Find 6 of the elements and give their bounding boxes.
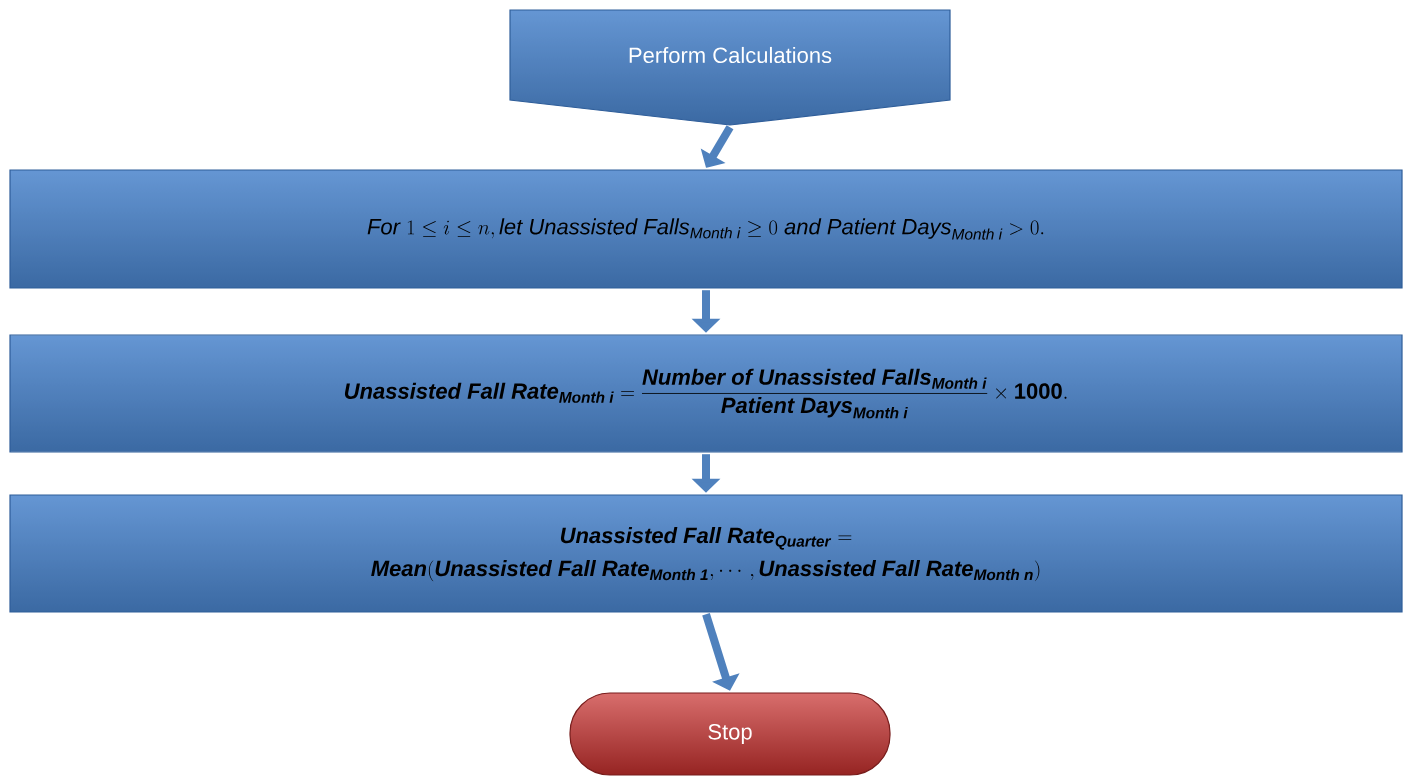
formula-box: $\textit{For}\ 1 \le i \le n, \textit{let Unassisted Falls}_{\textit{Month i}} \ge 0\ \textit{and Patient Days}_{\textit{Month i}} > 0.$ xyxy=(9,169,1403,289)
arrow xyxy=(702,613,740,691)
formula-box: $\textbf{\textit{Unassisted Fall Rate}}_{\textbf{\textit{Month i}}} = \dfrac{\textbf{\textit{Number of Unassisted Falls}}_{\textbf{\textit{Month i}}}}{\textbf{\textit{Patient Days}}_{\textbf{\textit{Month i}}}} \times \mathbf{1000}.$ xyxy=(9,334,1403,453)
terminator: Stop xyxy=(569,692,891,776)
formula-box: $\begin{gathered}\textbf{\textit{Unassisted Fall Rate}}_{\textbf{\textit{Quarter}}} = \\ \textbf{\textit{Mean}}(\textbf{\textit{Unassisted Fall Rate}}_{\textbf{\textit{Month 1}}}, \cdots, \textbf{\textit{Unassisted Fall Rate}}_{\textbf{\textit{Month n}}})\end{gathered}$ xyxy=(9,494,1403,613)
off-page-connector: Perform Calculations xyxy=(509,9,951,126)
